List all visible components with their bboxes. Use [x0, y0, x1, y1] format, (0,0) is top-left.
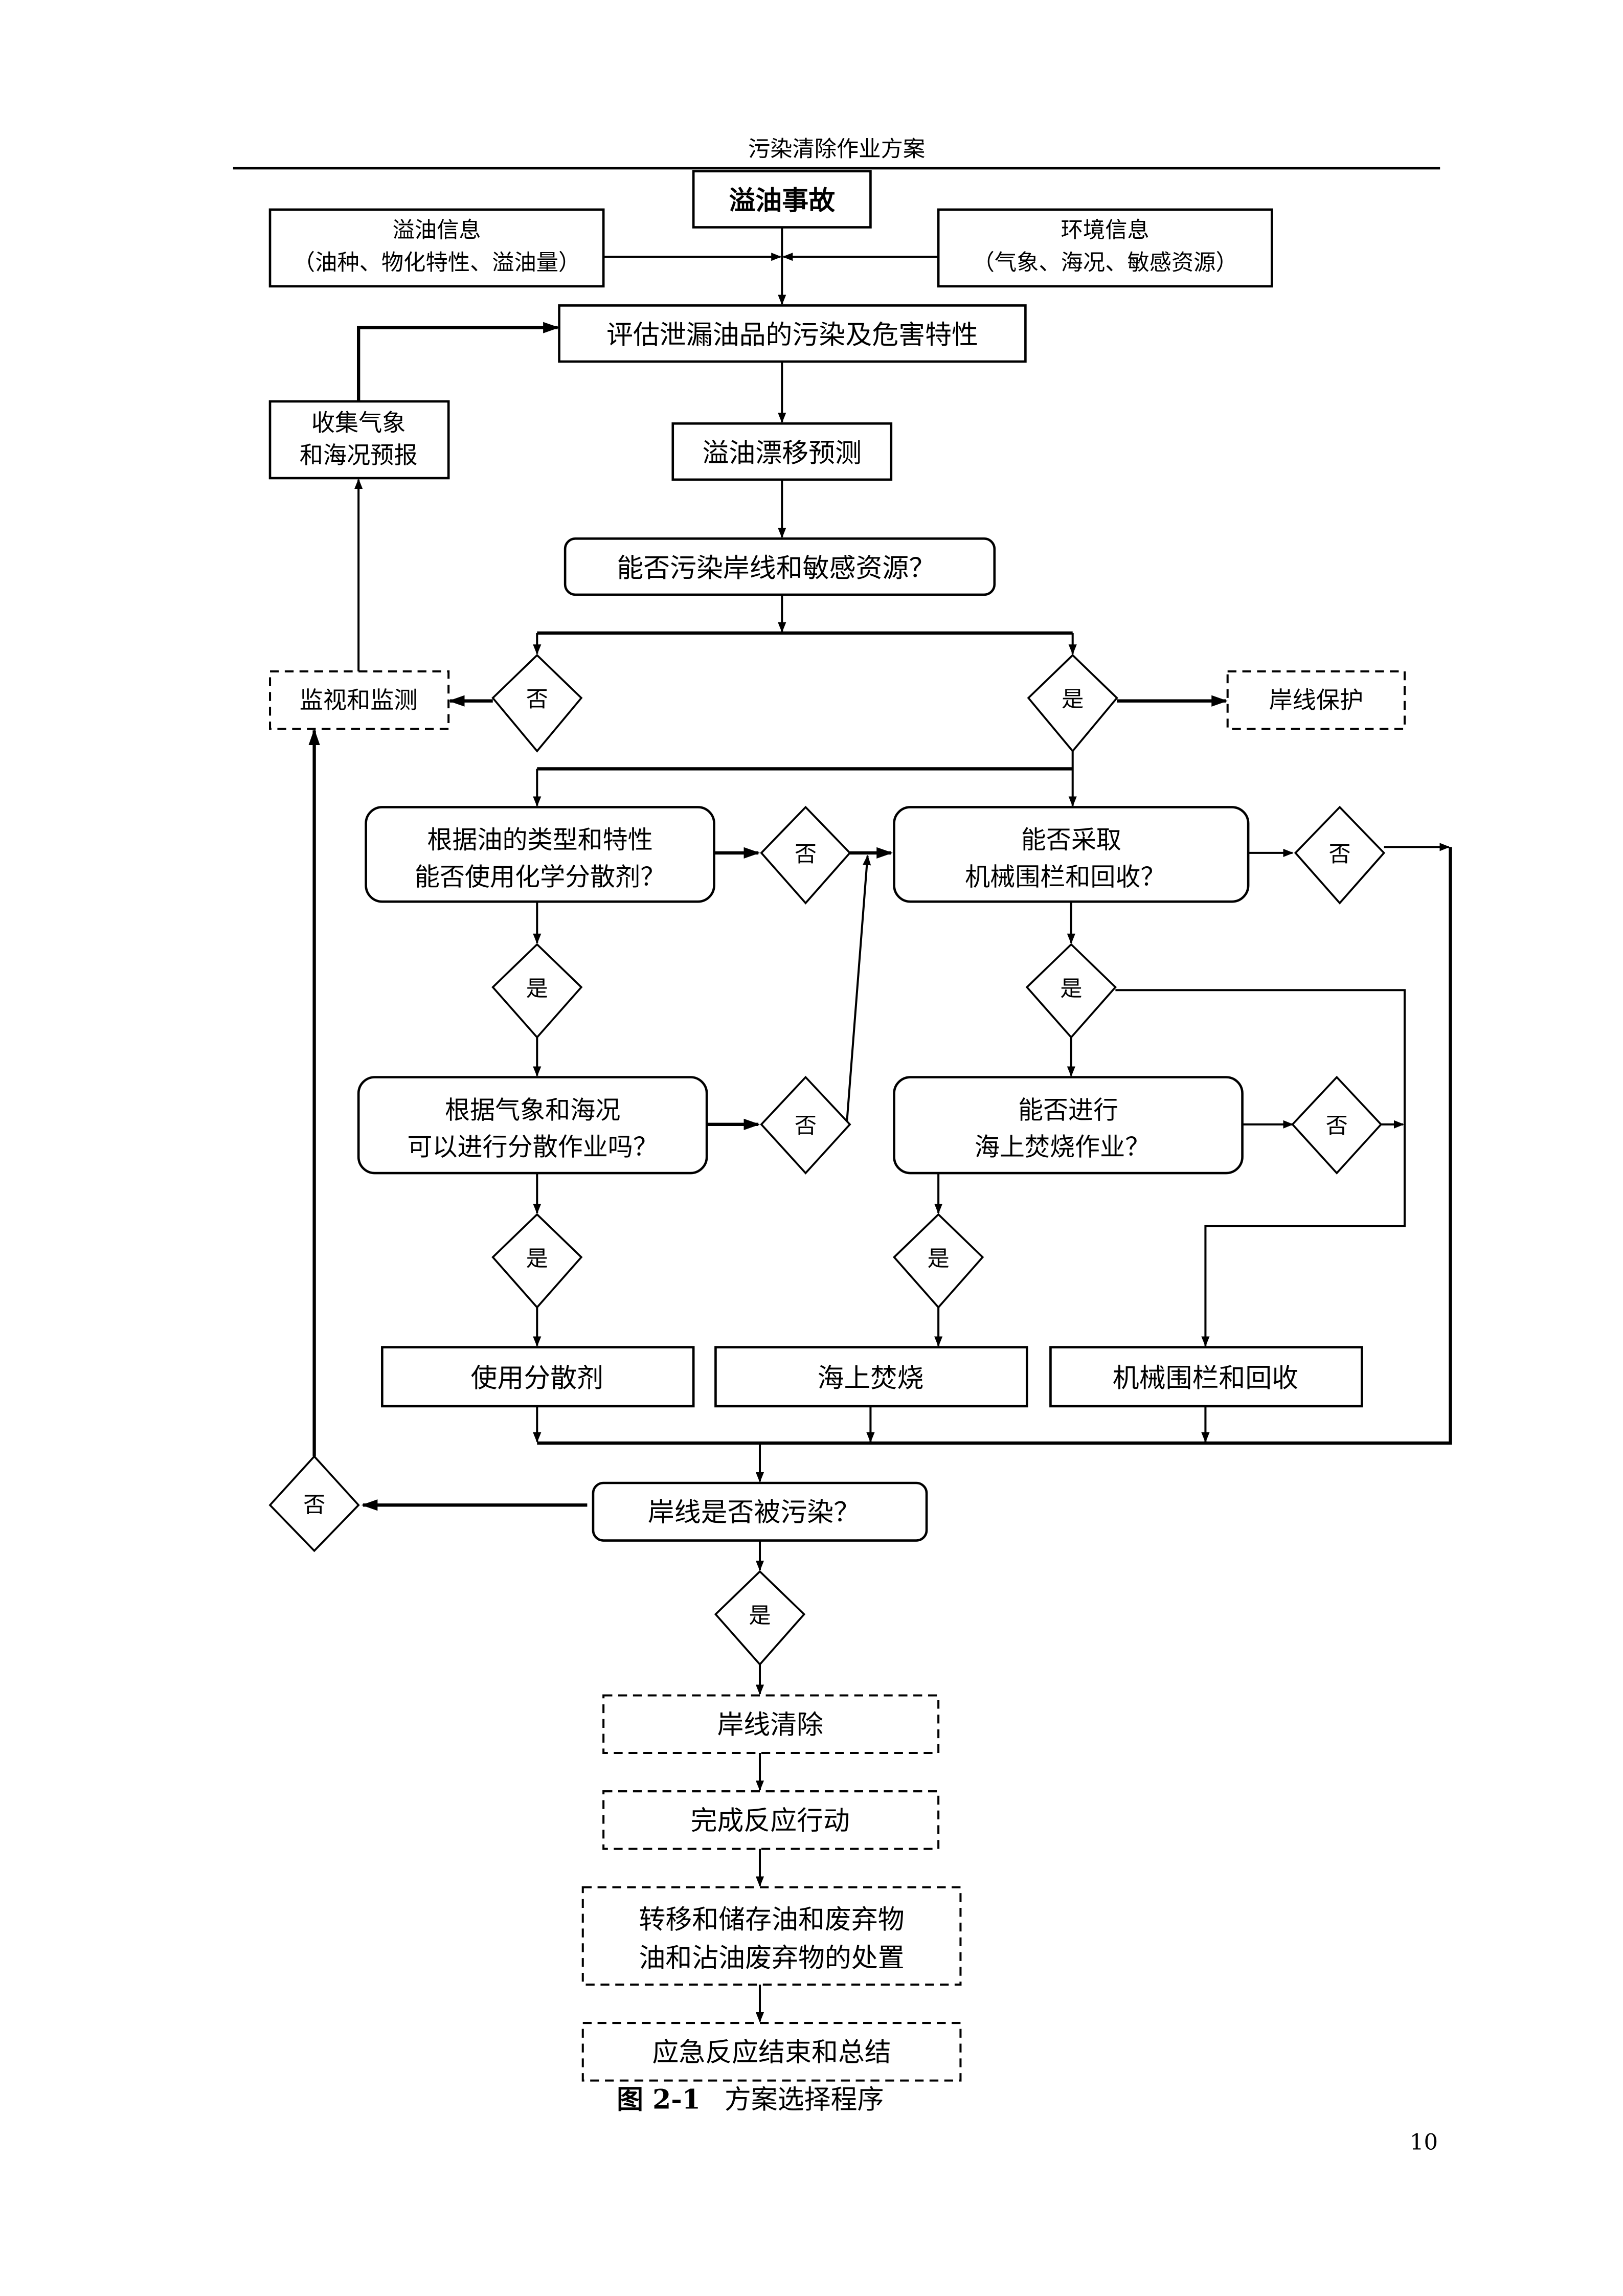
decision-yes-mechanical-label: 是 — [1060, 976, 1082, 1002]
node-close-out-label: 应急反应结束和总结 — [652, 2037, 891, 2068]
node-waste-handling — [581, 1886, 962, 1986]
decision-no-mechanical-label: 否 — [1328, 842, 1350, 867]
decision-yes-threat-label: 是 — [1062, 687, 1084, 712]
node-dispersant-question-1-line2: 能否使用化学分散剂？ — [415, 862, 665, 891]
node-env-info-detail: （气象、海况、敏感资源） — [973, 250, 1238, 276]
node-shore-cleanup — [602, 1694, 940, 1754]
node-shore-cleanup-label: 岸线清除 — [717, 1710, 823, 1741]
decision-yes-burn-label: 是 — [928, 1246, 950, 1272]
decision-no-burn — [1291, 1075, 1383, 1175]
node-complete-response-label: 完成反应行动 — [690, 1806, 850, 1836]
decision-no-dispersant-2-label: 否 — [795, 1113, 817, 1139]
connector-right-bus — [537, 847, 1452, 1445]
node-forecast-line1: 收集气象 — [311, 409, 406, 437]
node-drift-label: 溢油漂移预测 — [703, 438, 862, 468]
arrow-forecast-assess — [356, 322, 559, 401]
node-mechanical-question-line1: 能否采取 — [1021, 825, 1121, 854]
page-number: 10 — [1410, 2130, 1438, 2155]
decision-no-dispersant-2 — [760, 1075, 851, 1175]
node-in-situ-burn — [714, 1346, 1028, 1408]
node-burn-question-line1: 能否进行 — [1018, 1095, 1118, 1124]
connector-mech-yes-right — [1115, 989, 1406, 1347]
node-shore-polluted-question-label: 岸线是否被污染？ — [648, 1497, 860, 1528]
node-use-dispersant — [381, 1346, 695, 1408]
decision-no-threat — [491, 654, 583, 753]
node-in-situ-burn-label: 海上焚烧 — [818, 1363, 924, 1393]
decision-no-shore — [268, 1455, 360, 1552]
figure-caption-label: 图 2-1 — [617, 2084, 701, 2115]
node-burn-question-line2: 海上焚烧作业？ — [975, 1132, 1150, 1161]
node-dispersant-question-2-line1: 根据气象和海况 — [445, 1095, 620, 1124]
arrow-dq2-no-mech — [846, 854, 871, 1122]
node-dispersant-question-1-line1: 根据油的类型和特性 — [427, 825, 652, 854]
decision-no-dispersant-1-label: 否 — [795, 842, 817, 867]
decision-yes-shore-label: 是 — [749, 1603, 771, 1629]
node-dispersant-question-2-line2: 可以进行分散作业吗？ — [407, 1132, 658, 1161]
node-assess-label: 评估泄漏油品的污染及危害特性 — [606, 320, 978, 350]
figure-caption-text: 方案选择程序 — [725, 2084, 884, 2115]
node-oil-info-detail: （油种、物化特性、溢油量） — [293, 250, 580, 276]
node-oil-info — [268, 208, 605, 288]
node-monitor-label: 监视和监测 — [300, 686, 418, 714]
node-mechanical-question-line2: 机械围栏和回收？ — [965, 862, 1165, 891]
decision-no-dispersant-1 — [760, 805, 851, 905]
node-shore-protect — [1226, 670, 1406, 730]
decision-no-threat-label: 否 — [526, 687, 548, 712]
node-waste-handling-line1: 转移和储存油和废弃物 — [639, 1904, 904, 1935]
decision-no-shore-label: 否 — [303, 1493, 325, 1518]
node-mechanical-recovery-label: 机械围栏和回收 — [1113, 1363, 1298, 1393]
decision-no-mechanical — [1294, 805, 1386, 905]
header-title: 污染清除作业方案 — [748, 137, 925, 162]
node-threat-question-label: 能否污染岸线和敏感资源？ — [617, 553, 935, 583]
node-env-info-title: 环境信息 — [1061, 218, 1149, 243]
node-incident-label: 溢油事故 — [729, 186, 835, 216]
node-oil-info-title: 溢油信息 — [393, 218, 481, 243]
node-mechanical-recovery — [1049, 1346, 1363, 1408]
node-env-info — [937, 208, 1273, 288]
node-threat-question — [563, 537, 996, 596]
decision-yes-dispersant-1-label: 是 — [526, 976, 548, 1002]
figure-caption: 图 2-1 方案选择程序 — [617, 2084, 884, 2115]
node-waste-handling-line2: 油和沾油废弃物的处置 — [639, 1943, 904, 1973]
decision-no-burn-label: 否 — [1326, 1113, 1348, 1139]
node-assess — [558, 304, 1027, 363]
node-forecast-line2: 和海况预报 — [300, 441, 418, 469]
node-shore-protect-label: 岸线保护 — [1269, 686, 1364, 714]
node-use-dispersant-label: 使用分散剂 — [471, 1363, 604, 1393]
node-close-out — [581, 2022, 962, 2082]
node-drift — [671, 422, 893, 481]
node-complete-response — [602, 1790, 940, 1850]
decision-yes-dispersant-2-label: 是 — [526, 1246, 548, 1272]
node-forecast — [268, 400, 450, 480]
